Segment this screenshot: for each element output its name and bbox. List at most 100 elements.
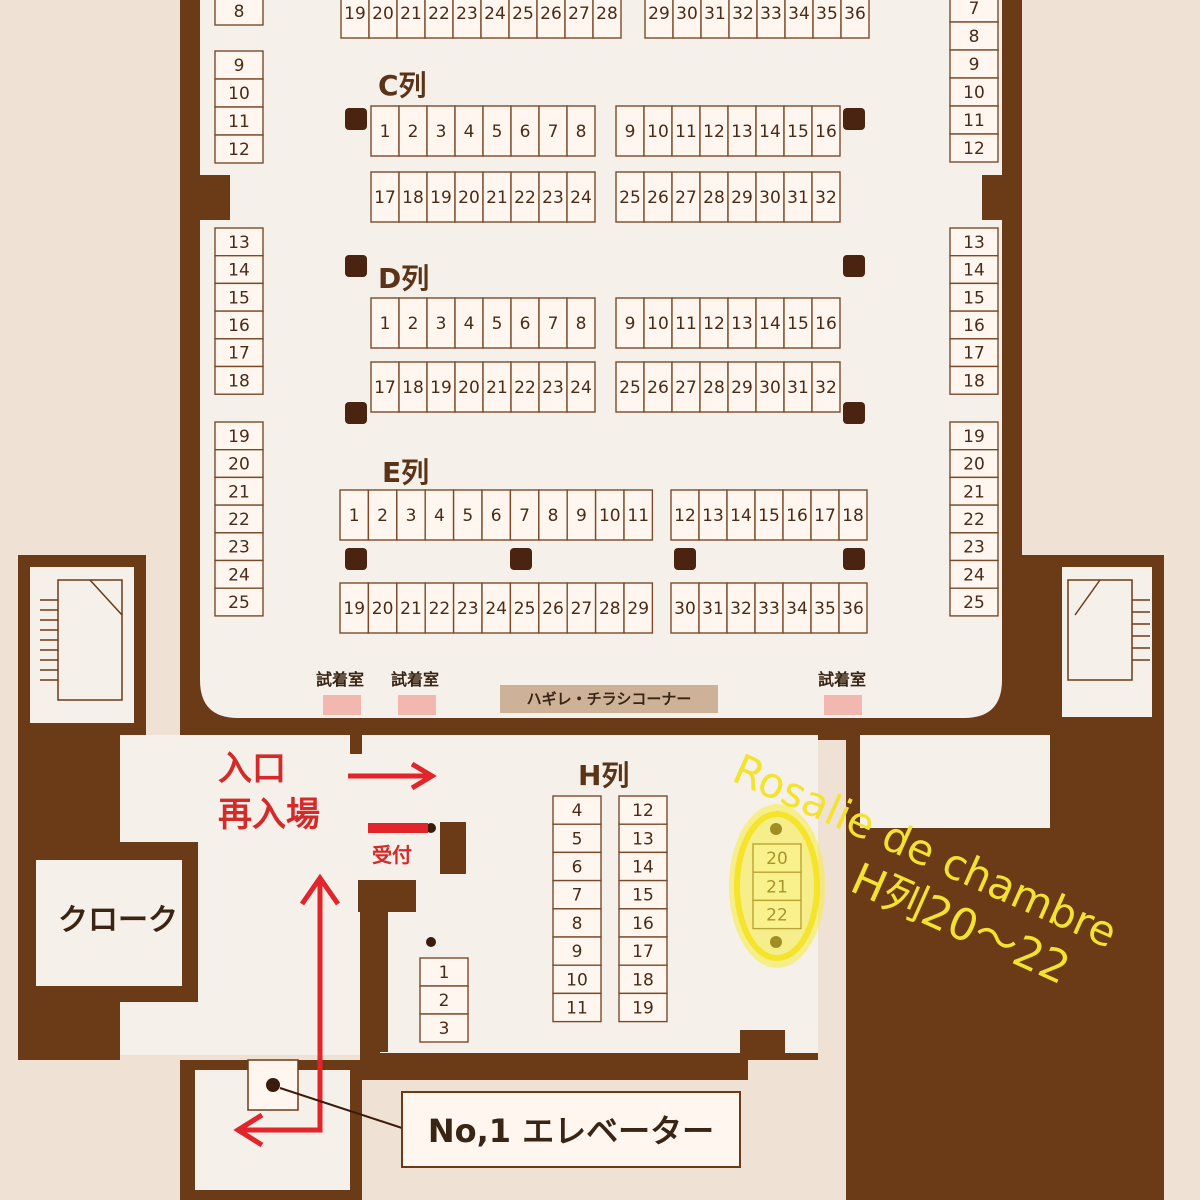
booth-number: 32: [730, 599, 752, 619]
booth-cell: [214, 310, 264, 340]
booth-number: 10: [566, 970, 588, 990]
booth-number: 27: [568, 4, 590, 24]
booth-number: 17: [632, 942, 654, 962]
booth-number: 6: [520, 122, 531, 142]
pillar-e-2: [510, 548, 532, 570]
booth-cell: [699, 171, 729, 223]
booth-number: 16: [815, 122, 837, 142]
booth-number: 6: [520, 314, 531, 334]
booth-number: 21: [486, 188, 508, 208]
booth-number: 31: [787, 188, 809, 208]
booth-cell: [811, 105, 841, 157]
booth-number: 7: [548, 122, 559, 142]
booth-cell: [566, 105, 596, 157]
lobby-inner-column: [360, 912, 388, 1052]
booth-number: 31: [702, 599, 724, 619]
booth-number: 12: [228, 140, 250, 160]
booth-number: 8: [548, 506, 559, 526]
booth-cell: [623, 489, 654, 541]
cloak-label: クローク: [58, 903, 178, 938]
booth-number: 2: [408, 314, 419, 334]
booth-cell: [671, 105, 701, 157]
booth-number: 20: [228, 455, 250, 475]
booth-cell: [482, 361, 512, 413]
booth-cell: [214, 134, 264, 164]
booth-number: 16: [632, 914, 654, 934]
booth-number: 23: [542, 188, 564, 208]
booth-number: 10: [599, 506, 621, 526]
booth-number: 17: [374, 378, 396, 398]
booth-cell: [370, 361, 400, 413]
booth-cell: [214, 282, 264, 312]
booth-cell: [214, 78, 264, 108]
booth-cell: [727, 171, 757, 223]
pillar-d-left-top: [345, 255, 367, 277]
booth-cell: [214, 365, 264, 395]
booth-cell: [728, 0, 758, 39]
booth-number: 11: [627, 506, 649, 526]
pillar-e-1: [345, 548, 367, 570]
booth-cell: [643, 171, 673, 223]
booth-number: 14: [759, 314, 781, 334]
booth-cell: [424, 582, 455, 634]
elevator-dot: [266, 1078, 280, 1092]
booth-number: 32: [732, 4, 754, 24]
fitting-room-label-3: 試着室: [818, 670, 866, 689]
booth-number: 2: [408, 122, 419, 142]
booth-cell: [755, 105, 785, 157]
booth-cell: [454, 361, 484, 413]
booth-number: 5: [462, 506, 473, 526]
booth-number: 35: [816, 4, 838, 24]
booth-number: 23: [228, 538, 250, 558]
pillar-c-right: [843, 108, 865, 130]
column-pillars: [345, 108, 865, 570]
booth-cell: [594, 489, 625, 541]
booth-number: 15: [228, 288, 250, 308]
booth-number: 16: [963, 316, 985, 336]
booth-number: 24: [570, 378, 592, 398]
booth-number: 29: [648, 4, 670, 24]
booth-cell: [214, 338, 264, 368]
booth-cell: [949, 532, 999, 562]
booth-cell: [840, 0, 870, 39]
booth-cell: [782, 489, 812, 541]
booth-number: 14: [759, 122, 781, 142]
booth-number: 26: [542, 599, 564, 619]
booth-cell: [426, 361, 456, 413]
booth-number: 31: [787, 378, 809, 398]
booth-cell: [538, 582, 568, 634]
booth-cell: [699, 361, 729, 413]
booth-cell: [538, 489, 568, 541]
booth-number: 3: [439, 1019, 450, 1039]
booth-number: 20: [963, 455, 985, 475]
booth-number: 30: [674, 599, 696, 619]
lobby-wall-top-right: [762, 718, 864, 732]
booth-number: 23: [542, 378, 564, 398]
booth-cell: [398, 171, 428, 223]
pillar-c-left: [345, 108, 367, 130]
booth-number: 25: [619, 188, 641, 208]
booth-cell: [398, 105, 428, 157]
right-lower-floor: [860, 735, 1050, 828]
booth-cell: [340, 0, 370, 39]
booth-cell: [424, 489, 455, 541]
booth-number: 21: [486, 378, 508, 398]
elevator-label-box: [401, 1091, 741, 1168]
booth-number: 6: [572, 858, 583, 878]
booth-cell: [214, 559, 264, 589]
booth-number: 34: [788, 4, 810, 24]
row-label-e: E列: [382, 456, 429, 489]
booth-number: 19: [344, 4, 366, 24]
left-stairs: [40, 579, 123, 701]
booth-number: 9: [969, 55, 980, 75]
booth-number: 7: [572, 886, 583, 906]
booth-cell: [618, 851, 668, 882]
booth-number: 36: [842, 599, 864, 619]
booth-cell: [783, 105, 813, 157]
